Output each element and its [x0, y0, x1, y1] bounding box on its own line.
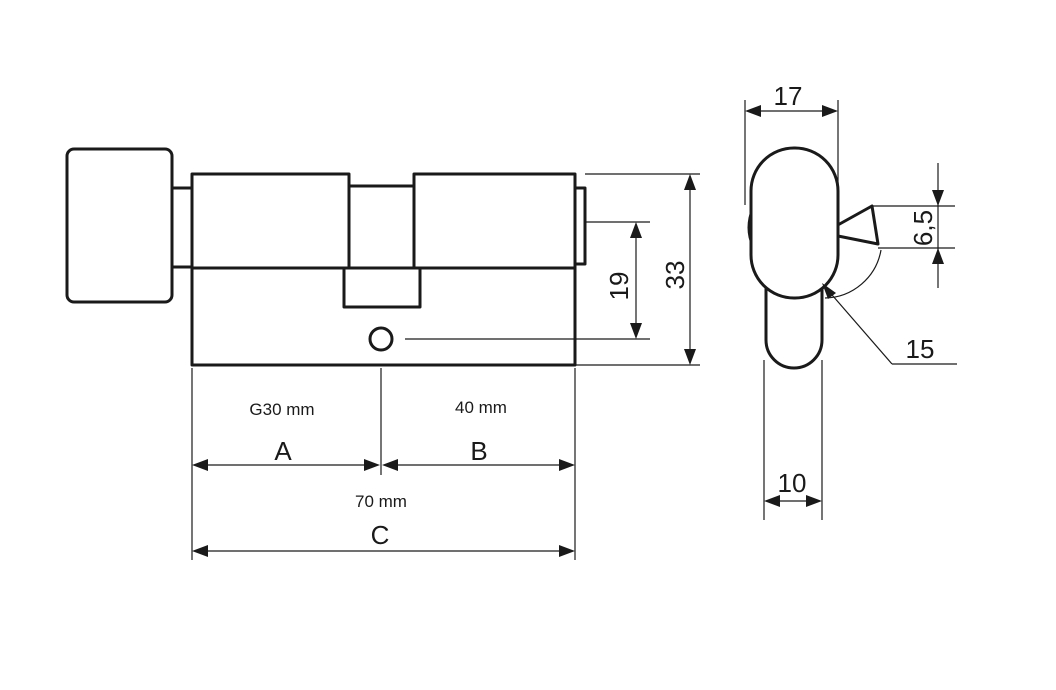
key-stub — [573, 186, 587, 266]
end-view: 17 10 6,5 15 — [744, 81, 957, 520]
arrowhead — [630, 222, 642, 238]
arrowhead — [559, 459, 575, 471]
dim-c-letter: C — [371, 520, 390, 550]
side-view: 19 33 G30 mm A 40 mm B 70 mm C — [65, 147, 700, 560]
leader-line-15 — [825, 287, 893, 365]
fixing-screw-hole — [368, 326, 394, 352]
arrowhead — [364, 459, 380, 471]
dim-a-value: G30 mm — [249, 400, 314, 419]
arrowhead — [806, 495, 822, 507]
cam-tongue — [764, 286, 824, 370]
arrowhead — [932, 248, 944, 264]
arrowhead — [932, 190, 944, 206]
dim-label-10: 10 — [778, 468, 807, 498]
thumb-turn-knob — [65, 147, 174, 304]
arrowhead — [764, 495, 780, 507]
arrowhead — [559, 545, 575, 557]
arrowhead — [192, 459, 208, 471]
cam-tab — [834, 204, 880, 246]
arrowhead — [684, 174, 696, 190]
dim-b-letter: B — [470, 436, 487, 466]
dim-label-19: 19 — [604, 272, 634, 301]
dim-label-33: 33 — [660, 261, 690, 290]
arrowhead — [745, 105, 761, 117]
knob-shaft — [170, 186, 194, 269]
dim-label-17: 17 — [774, 81, 803, 111]
cylinder-profile — [749, 146, 840, 300]
dim-label-15: 15 — [906, 334, 935, 364]
dim-c-value: 70 mm — [355, 492, 407, 511]
cam-slot — [342, 268, 422, 309]
right-plug — [412, 172, 577, 270]
arrowhead — [382, 459, 398, 471]
arrowhead — [684, 349, 696, 365]
dim-b-value: 40 mm — [455, 398, 507, 417]
left-plug — [190, 172, 351, 270]
dim-label-6-5: 6,5 — [908, 210, 938, 246]
arrowhead — [822, 105, 838, 117]
arrowhead — [192, 545, 208, 557]
center-neck — [347, 184, 416, 270]
arrowhead — [630, 323, 642, 339]
arrowhead — [822, 283, 836, 299]
dim-a-letter: A — [274, 436, 292, 466]
